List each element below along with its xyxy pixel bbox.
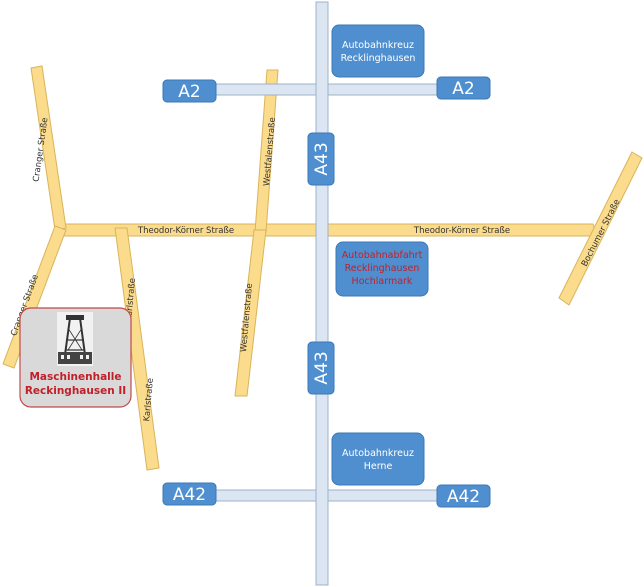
sign-a2-west[interactable]: A2: [162, 79, 217, 103]
local-roads: [2, 65, 643, 471]
sign-a43-south[interactable]: A43: [307, 341, 335, 395]
svg-text:A42: A42: [173, 485, 206, 505]
road-karlstrasse[interactable]: [114, 227, 160, 471]
interchange-boxes: Autobahnkreuz Recklinghausen Autobahnabf…: [331, 24, 429, 486]
label-karlstrasse-south: Karlstraße: [142, 378, 156, 422]
svg-text:A42: A42: [447, 487, 480, 507]
sign-a2-east[interactable]: A2: [436, 76, 491, 100]
sign-a42-east[interactable]: A42: [436, 484, 491, 508]
svg-text:Recklinghausen: Recklinghausen: [341, 53, 416, 64]
sign-a43-north[interactable]: A43: [307, 132, 335, 186]
svg-text:Hochlarmark: Hochlarmark: [352, 276, 413, 287]
label-theodor-koerner-strasse-east: Theodor-Körner Straße: [413, 226, 510, 236]
svg-text:Recklinghausen: Recklinghausen: [345, 263, 420, 274]
label-theodor-koerner-strasse-west: Theodor-Körner Straße: [137, 226, 234, 236]
box-autobahnkreuz-herne[interactable]: Autobahnkreuz Herne: [331, 432, 425, 486]
svg-text:Herne: Herne: [364, 461, 393, 472]
road-bochumer-strasse[interactable]: [558, 151, 643, 306]
poi-maschinenhalle[interactable]: Maschinenhalle Reckinghausen II: [19, 307, 132, 408]
poi-title: Maschinenhalle: [29, 371, 121, 383]
poi-subtitle: Reckinghausen II: [25, 385, 126, 397]
sign-a42-west[interactable]: A42: [162, 482, 217, 506]
svg-text:A2: A2: [452, 79, 474, 99]
motorway-signs: A2 A2 A42 A42 A43 A43: [162, 76, 491, 508]
svg-text:Autobahnkreuz: Autobahnkreuz: [342, 40, 414, 51]
colliery-headframe-icon: [57, 312, 93, 366]
svg-text:Autobahnkreuz: Autobahnkreuz: [342, 448, 414, 459]
svg-text:A43: A43: [312, 351, 332, 384]
road-a43[interactable]: [315, 1, 329, 586]
road-westfalenstrasse-south[interactable]: [234, 229, 267, 397]
box-autobahnkreuz-recklinghausen[interactable]: Autobahnkreuz Recklinghausen: [331, 24, 425, 78]
box-autobahnabfahrt-hochlarmark[interactable]: Autobahnabfahrt Recklinghausen Hochlarma…: [335, 241, 429, 297]
svg-text:A2: A2: [178, 82, 200, 102]
road-cranger-strasse-north[interactable]: [30, 65, 67, 231]
svg-text:A43: A43: [312, 142, 332, 175]
svg-text:Autobahnabfahrt: Autobahnabfahrt: [342, 250, 423, 261]
